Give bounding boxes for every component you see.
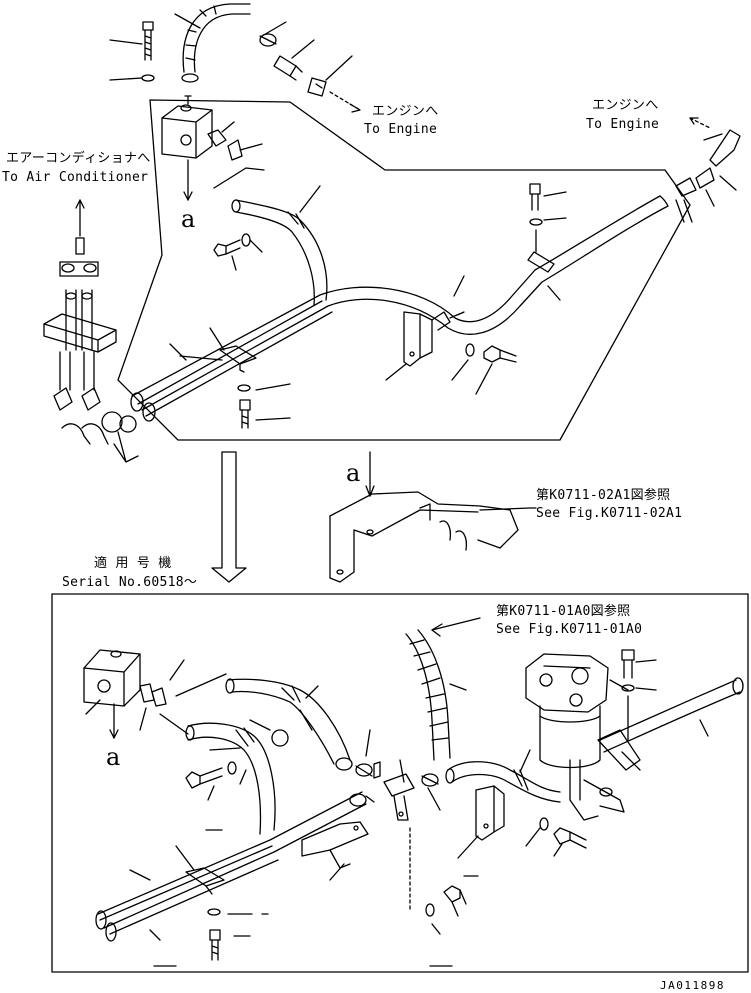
manifold-block-icon: [161, 95, 263, 201]
bolt-icon: [109, 21, 155, 82]
bracket-icon: [385, 275, 517, 395]
manifold-block-icon: [83, 649, 185, 739]
upper-assembly: [43, 3, 741, 583]
figure-reference-jp: 第K0711-01A0図参照: [496, 604, 631, 619]
bracket-icon: [301, 821, 411, 913]
serial-applicability-jp: 適 用 号 機: [94, 556, 172, 571]
bolt-icon: [213, 233, 263, 271]
fitting-icon: [349, 729, 441, 821]
to-engine-label-en: To Engine: [586, 117, 660, 132]
long-pipe-icon: [95, 791, 367, 942]
pipe-clamp-icon: [169, 327, 291, 429]
hose-icon: [175, 673, 353, 771]
view-a-marker: a: [181, 205, 196, 233]
hose-icon: [445, 749, 561, 803]
lower-assembly: [83, 617, 744, 967]
bolt-icon: [621, 649, 657, 741]
figure-reference-en: See Fig.K0711-01A0: [496, 622, 643, 637]
figure-reference-jp: 第K0711-02A1図参照: [536, 488, 671, 503]
serial-applicability-en: Serial No.60518～: [62, 575, 198, 590]
to-engine-label-en: To Engine: [364, 122, 438, 137]
view-a-marker: a: [106, 743, 121, 771]
filter-icon: [525, 653, 641, 821]
view-a-marker: a: [346, 459, 361, 487]
lower-frame: [51, 593, 749, 973]
spiral-hose-icon: [405, 617, 481, 761]
long-pipe-icon: [130, 195, 669, 422]
upper-outline: [117, 99, 691, 441]
hose-icon: [159, 713, 289, 835]
bracket-icon: [457, 785, 587, 859]
pipe-clamp-icon: [175, 845, 225, 961]
bracket-icon: [329, 451, 537, 583]
to-ac-label-en: To Air Conditioner: [2, 170, 149, 185]
pipe-clamp-icon: [527, 183, 567, 301]
bolt-icon: [425, 885, 467, 935]
leader-line: [153, 829, 479, 967]
to-engine-label-jp: エンジンへ: [372, 104, 439, 119]
drawing-code: JA011898: [660, 979, 725, 992]
fitting-icon: [675, 117, 741, 223]
hose-icon: [599, 677, 744, 771]
ac-connector-icon: [43, 199, 139, 463]
hose-icon: [213, 167, 328, 306]
transition-arrow-icon: [211, 451, 247, 583]
hose-icon: [174, 3, 251, 83]
figure-reference-en: See Fig.K0711-02A1: [536, 506, 683, 521]
fitting-icon: [259, 21, 361, 113]
bolt-icon: [185, 761, 247, 801]
to-ac-label-jp: エアーコンディショナへ: [6, 151, 151, 166]
to-engine-label-jp: エンジンへ: [592, 98, 659, 113]
